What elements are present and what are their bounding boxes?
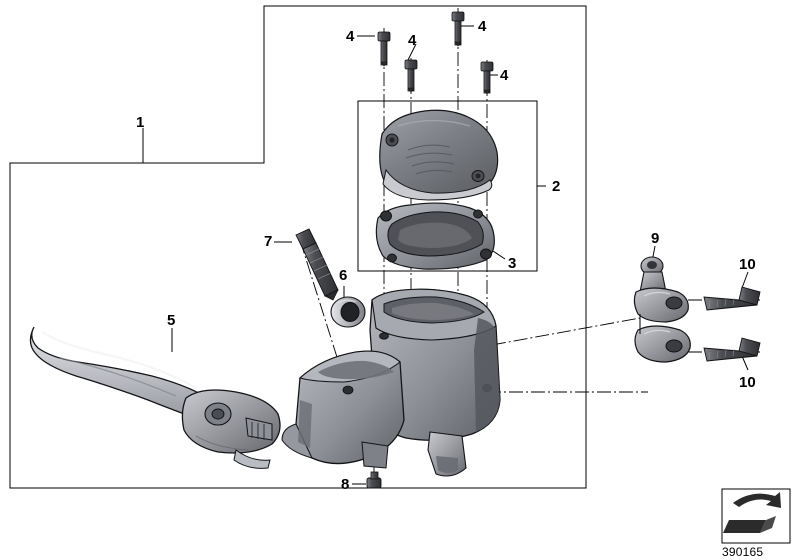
direction-logo-box xyxy=(721,488,791,544)
group-boundary-1 xyxy=(9,5,587,489)
bolt-4-b xyxy=(404,59,418,93)
grommet-6 xyxy=(330,296,366,328)
bolt-10-a xyxy=(703,286,761,311)
bolt-4-a xyxy=(377,31,391,67)
callout-8: 8 xyxy=(341,476,350,493)
callout-9: 9 xyxy=(651,230,660,247)
callout-1: 1 xyxy=(136,114,145,131)
callout-4-d: 4 xyxy=(500,67,509,84)
brake-lever-5 xyxy=(29,326,281,469)
callout-3: 3 xyxy=(508,255,517,272)
bracket-clamp-9 xyxy=(633,256,691,363)
bolt-8 xyxy=(366,471,382,489)
callout-4-b: 4 xyxy=(408,32,417,49)
reservoir-cover-2 xyxy=(379,109,499,201)
callout-7: 7 xyxy=(264,233,273,250)
callout-5: 5 xyxy=(167,312,176,329)
bolt-4-c xyxy=(451,11,465,47)
bolt-4-d xyxy=(480,61,494,95)
bolt-7 xyxy=(295,228,339,301)
gasket-plate-3 xyxy=(375,202,495,270)
callout-4-c: 4 xyxy=(478,18,487,35)
bolt-10-b xyxy=(703,337,761,362)
callout-2: 2 xyxy=(552,178,561,195)
master-cylinder-body xyxy=(281,288,501,477)
callout-6: 6 xyxy=(339,267,348,284)
part-number-label: 390165 xyxy=(722,545,764,559)
callout-10-b: 10 xyxy=(739,374,756,391)
callout-10-a: 10 xyxy=(739,256,756,273)
callout-4-a: 4 xyxy=(346,28,355,45)
